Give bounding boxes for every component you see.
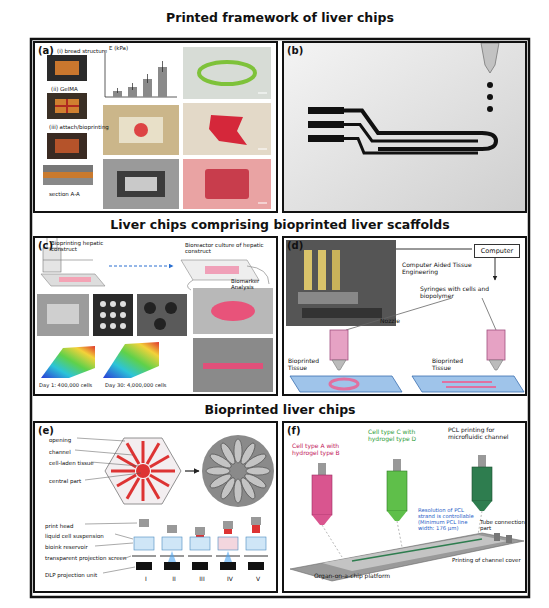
panel-letter: (a) bbox=[38, 45, 54, 56]
figure-panel: (b) bbox=[282, 41, 527, 213]
annotation-label: III bbox=[194, 576, 210, 583]
annotation-label: E (kPa) bbox=[109, 45, 149, 51]
annotation-label: transparent projection screen bbox=[45, 555, 129, 561]
dlp-columns bbox=[132, 517, 268, 570]
section-band: Liver chips comprising bioprinted liver … bbox=[30, 214, 530, 398]
annotation-label: Bioprinting hepatic construct bbox=[51, 240, 107, 253]
annotation-label: cell-laden tissue bbox=[49, 460, 99, 466]
panel-a-art bbox=[43, 47, 271, 209]
annotation-label: Day 30: 4,000,000 cells bbox=[105, 383, 177, 389]
panel-b-art bbox=[283, 42, 526, 212]
panel-letter: (b) bbox=[287, 45, 303, 56]
panel-letter: (d) bbox=[287, 240, 303, 251]
annotation-label: Biomarker Analysis bbox=[231, 278, 277, 291]
annotation-label: (i) bread structure bbox=[57, 48, 117, 54]
panel-d-art bbox=[286, 240, 524, 392]
panel-letter: (f) bbox=[287, 425, 301, 436]
panel-letter: (e) bbox=[38, 425, 54, 436]
annotation-label: Printing of channel cover bbox=[452, 557, 524, 563]
annotation-label: I bbox=[140, 576, 152, 583]
annotation-label: opening bbox=[49, 437, 89, 443]
annotation-label: II bbox=[168, 576, 180, 583]
panel-f-art bbox=[290, 455, 524, 581]
annotation-label: Cell type A with hydrogel type B bbox=[292, 443, 354, 457]
annotation-label: bioink reservoir bbox=[45, 544, 105, 550]
section-heading: Liver chips comprising bioprinted liver … bbox=[30, 217, 530, 232]
figure-panel: (e) bbox=[33, 421, 278, 593]
annotation-label: print head bbox=[45, 523, 95, 529]
box-label: Computer bbox=[475, 245, 519, 257]
annotation-label: Nozzle bbox=[380, 318, 410, 325]
annotation-label: Bioreactor culture of hepatic construct bbox=[185, 242, 275, 255]
annotation-label: V bbox=[252, 576, 264, 583]
annotation-label: Day 1: 400,000 cells bbox=[39, 383, 101, 389]
panel-c-art bbox=[37, 238, 273, 392]
annotation-label: Cell type C with hydrogel type D bbox=[368, 429, 440, 443]
panel-letter: (c) bbox=[38, 240, 53, 251]
section-heading: Printed framework of liver chips bbox=[30, 10, 530, 25]
annotation-label: Bioprinted Tissue bbox=[288, 358, 332, 372]
annotation-label: section A-A bbox=[49, 191, 99, 197]
section-heading: Bioprinted liver chips bbox=[30, 402, 530, 417]
annotation-label: Syringes with cells and biopolymer bbox=[420, 286, 524, 300]
annotation-label: (ii) GelMA bbox=[51, 86, 101, 92]
panel-e-art bbox=[75, 435, 274, 573]
annotation-label: Organ-on-a-chip platform bbox=[314, 573, 424, 580]
section-band: Printed framework of liver chips (a) (b) bbox=[30, 4, 530, 214]
annotation-label: Resolution of PCL strand is controllable… bbox=[418, 507, 474, 531]
figure-frame bbox=[31, 39, 529, 597]
annotation-label: PCL printing for microfluidic channel bbox=[448, 427, 524, 441]
process-box: Computer bbox=[474, 244, 520, 258]
annotation-label: IV bbox=[222, 576, 238, 583]
annotation-label: DLP projection unit bbox=[45, 572, 111, 578]
annotation-label: Computer Aided Tissue Engineering bbox=[402, 262, 494, 276]
figure-panel: (c) bbox=[33, 236, 278, 396]
figure-panel: (d) Computer bbox=[282, 236, 527, 396]
annotation-label: channel bbox=[49, 449, 89, 455]
annotation-label: Bioprinted Tissue bbox=[432, 358, 482, 372]
annotation-label: central part bbox=[49, 478, 94, 484]
annotation-label: Tube connection part bbox=[480, 519, 526, 532]
annotation-label: liquid cell suspension bbox=[45, 533, 123, 539]
annotation-label: (iii) attach/bioprinting bbox=[49, 124, 109, 130]
